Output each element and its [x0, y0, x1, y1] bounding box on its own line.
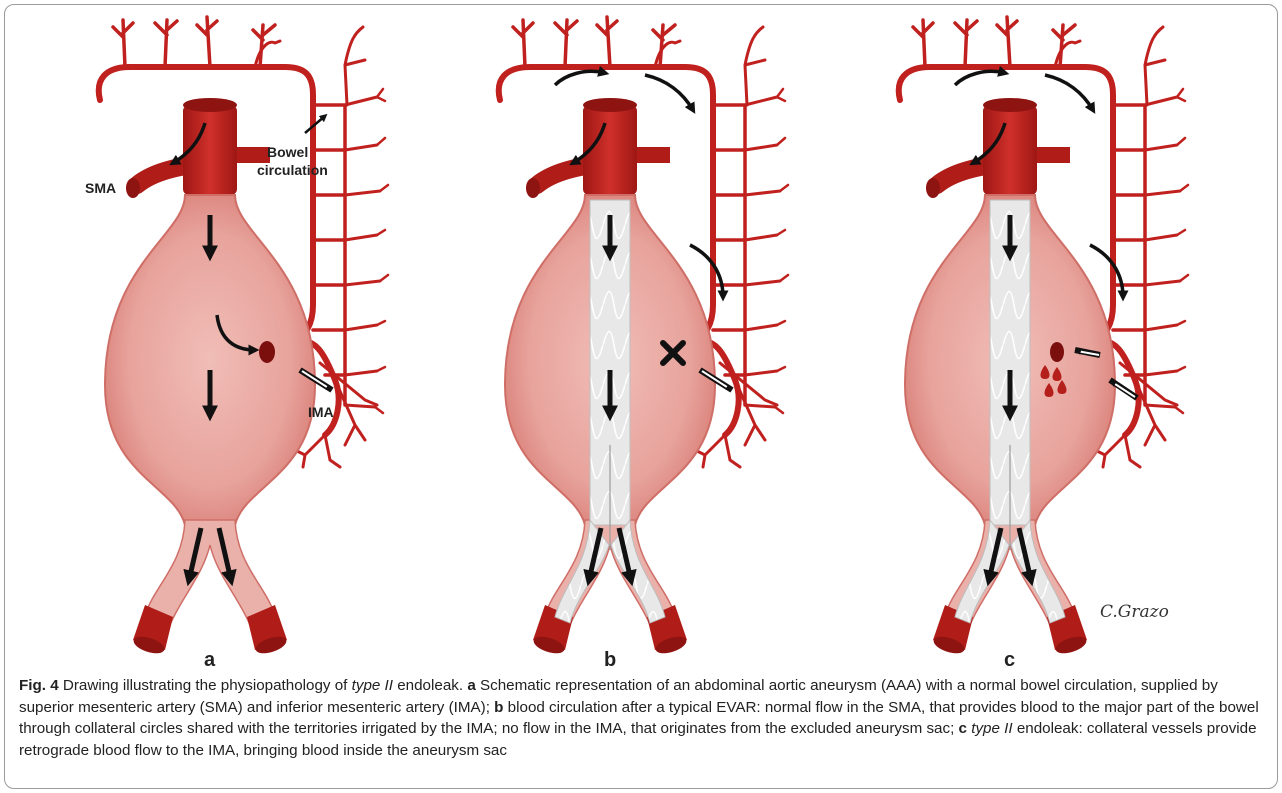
endoleak-illustration: SMA IMA Bowel circulation — [5, 5, 1277, 665]
panel-label-a: a — [204, 649, 215, 672]
bowel-label-line2: circulation — [257, 162, 328, 178]
caption-italic: type II — [352, 677, 393, 694]
caption-text: Drawing illustrating the physiopathology… — [59, 677, 352, 694]
figure-caption: Fig. 4 Drawing illustrating the physiopa… — [19, 675, 1264, 761]
ima-ostium-a — [259, 341, 275, 363]
panel-b-drawing — [499, 17, 788, 657]
panel-c-drawing: C.Grazo — [899, 17, 1188, 657]
bowel-label-line1: Bowel — [267, 144, 308, 160]
caption-italic: type II — [971, 720, 1012, 737]
panel-label-b: b — [604, 649, 616, 672]
caption-fig-label: Fig. 4 — [19, 677, 59, 694]
figure-frame: SMA IMA Bowel circulation — [4, 4, 1278, 789]
panel-label-c: c — [1004, 649, 1015, 672]
caption-panel-ref: a — [467, 677, 475, 694]
ima-label: IMA — [308, 404, 334, 420]
caption-text: endoleak. — [393, 677, 467, 694]
sma-label: SMA — [85, 180, 116, 196]
caption-panel-ref: c — [959, 720, 967, 737]
artist-signature: C.Grazo — [1100, 602, 1169, 622]
panel-a-drawing: SMA IMA Bowel circulation — [85, 17, 388, 657]
